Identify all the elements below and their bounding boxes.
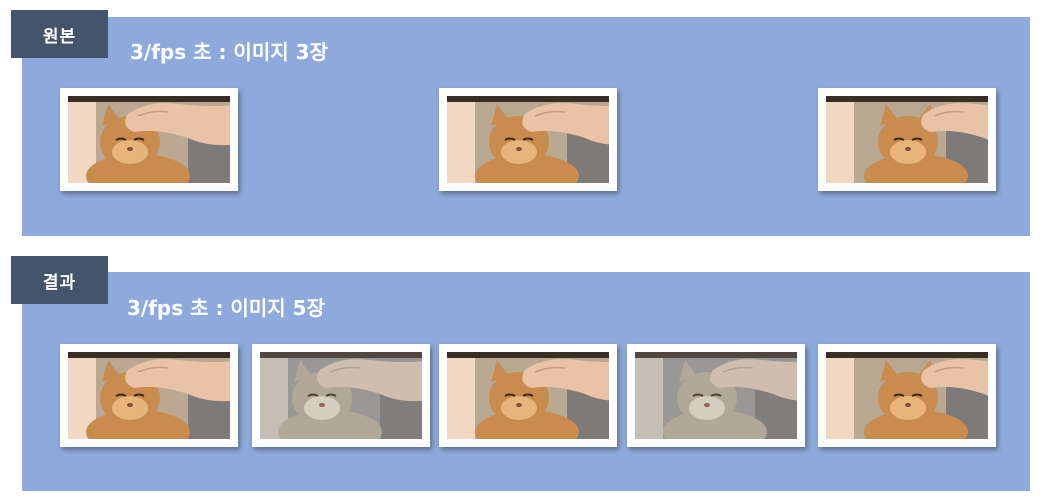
result-frame-5 bbox=[818, 344, 996, 447]
cat-photo-icon bbox=[68, 352, 230, 439]
original-frame-3 bbox=[818, 88, 996, 191]
cat-photo-icon bbox=[260, 352, 422, 439]
cat-photo-icon bbox=[447, 96, 609, 183]
original-caption: 3/fps 초 : 이미지 3장 bbox=[130, 40, 328, 64]
cat-photo-icon bbox=[447, 352, 609, 439]
cat-photo-icon bbox=[68, 96, 230, 183]
result-frame-4 bbox=[627, 344, 805, 447]
result-frame-3 bbox=[439, 344, 617, 447]
cat-photo-icon bbox=[635, 352, 797, 439]
cat-photo-icon bbox=[826, 96, 988, 183]
result-tag: 결과 bbox=[11, 256, 108, 304]
result-frame-2 bbox=[252, 344, 430, 447]
original-frame-2 bbox=[439, 88, 617, 191]
result-frame-1 bbox=[60, 344, 238, 447]
result-caption: 3/fps 초 : 이미지 5장 bbox=[127, 296, 325, 320]
cat-photo-icon bbox=[826, 352, 988, 439]
original-tag: 원본 bbox=[11, 10, 108, 58]
original-frame-1 bbox=[60, 88, 238, 191]
